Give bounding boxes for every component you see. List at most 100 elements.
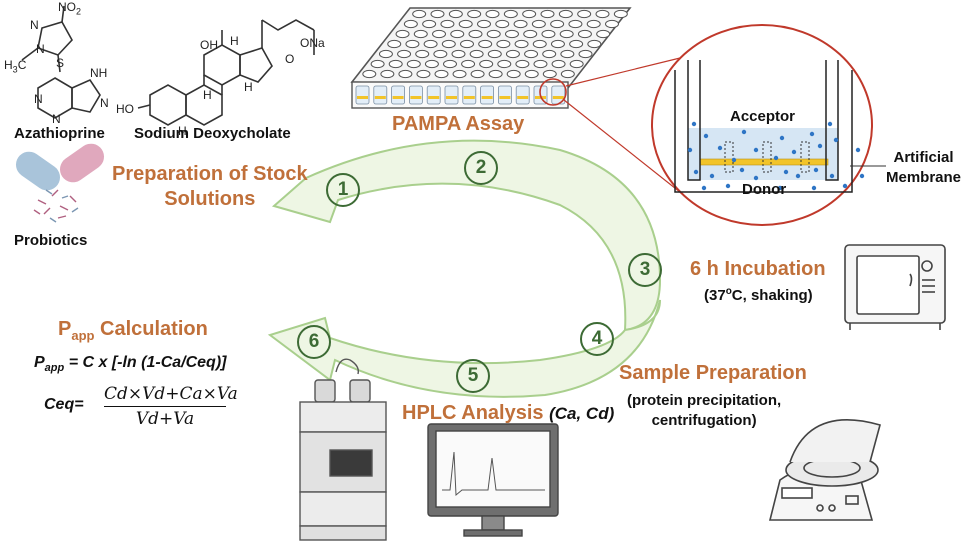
plate-well xyxy=(488,69,503,79)
plate-well xyxy=(486,29,501,39)
drug-particle xyxy=(709,173,715,179)
plate-well xyxy=(423,39,438,49)
drug-particle xyxy=(813,167,819,173)
drug-particle xyxy=(817,143,823,149)
plate-well xyxy=(397,49,412,59)
probiotics-label: Probiotics xyxy=(14,232,88,249)
plate-well xyxy=(541,29,556,39)
front-well xyxy=(444,85,459,105)
deoxycholate-o-label: O xyxy=(285,52,295,66)
plate-well xyxy=(451,49,466,59)
plate-well xyxy=(496,39,511,49)
deoxycholate-h-1: H xyxy=(230,34,239,48)
purine-n-bottom: N xyxy=(52,112,61,126)
plate-well xyxy=(388,59,403,69)
drug-particle xyxy=(717,145,723,151)
plate-well xyxy=(469,49,484,59)
plate-well xyxy=(569,59,584,69)
front-well-membrane xyxy=(499,96,511,99)
drug-particle xyxy=(842,183,848,189)
front-well-membrane xyxy=(446,96,457,99)
plate-well xyxy=(524,69,539,79)
drug-particle xyxy=(741,129,747,135)
plate-well xyxy=(504,29,519,39)
plate-well xyxy=(558,9,573,19)
step6-title-p: P xyxy=(58,318,72,340)
drug-particle xyxy=(753,147,759,153)
plate-well xyxy=(542,69,557,79)
plate-well xyxy=(370,59,385,69)
front-well-membrane xyxy=(374,96,386,99)
plate-well xyxy=(440,19,455,29)
step3-title: 6 h Incubation xyxy=(690,258,826,280)
ceq-fraction: Cd×Vd+Ca×Va Vd+Va xyxy=(104,384,238,429)
step-number-3: 3 xyxy=(628,253,662,287)
plate-well xyxy=(503,9,518,19)
nitro-subscript: 2 xyxy=(76,6,82,17)
plate-well xyxy=(479,59,494,69)
front-well xyxy=(462,85,477,105)
plate-well xyxy=(540,9,555,19)
deoxycholate-h-2: H xyxy=(203,88,212,102)
deoxycholate-ho-label: HO xyxy=(116,102,134,116)
drug-particle xyxy=(809,131,815,137)
plate-well xyxy=(487,49,502,59)
drug-particle xyxy=(779,135,785,141)
plate-well xyxy=(450,29,465,39)
sulfur-label: S xyxy=(56,56,65,70)
drug-particle xyxy=(703,133,709,139)
step1-title-line1: Preparation of Stock xyxy=(112,163,308,185)
step-number-4: 4 xyxy=(580,322,614,356)
plate-well xyxy=(506,69,521,79)
front-well xyxy=(355,85,370,105)
deoxycholate-h-4: H xyxy=(244,80,253,94)
incubator-icon xyxy=(844,244,946,330)
step2-title: PAMPA Assay xyxy=(392,113,525,135)
drug-particle xyxy=(855,147,861,153)
drug-particle xyxy=(791,149,797,155)
plate-well xyxy=(424,59,439,69)
imidazole-n-top: N xyxy=(30,18,39,32)
plate-well xyxy=(441,39,456,49)
papp-formula: Papp = C x [-ln (1-Ca/Ceq)] xyxy=(34,354,226,374)
plate-well xyxy=(443,59,457,69)
deoxycholate-oh-label: OH xyxy=(200,38,218,52)
plate-well xyxy=(403,19,418,29)
front-well xyxy=(497,85,512,105)
plate-well xyxy=(467,9,482,19)
azathioprine-structure xyxy=(21,5,101,119)
plate-well xyxy=(432,29,447,39)
step3-detail-degree: o xyxy=(725,286,732,297)
plate-well xyxy=(587,39,602,49)
step-number-5: 5 xyxy=(456,359,490,393)
plate-well xyxy=(477,19,491,29)
step5-title: HPLC Analysis (Ca, Cd) xyxy=(402,402,614,425)
pampa-plate xyxy=(350,7,691,201)
front-well-membrane xyxy=(552,96,564,99)
step5-detail: (Ca, Cd) xyxy=(549,404,615,423)
hplc-instrument-icon xyxy=(299,358,387,541)
plate-well xyxy=(406,59,421,69)
step-number-2: 2 xyxy=(464,151,498,185)
plate-well xyxy=(398,69,413,79)
plate-well xyxy=(362,69,377,79)
deoxycholate-structure xyxy=(137,19,315,126)
cycle-arrow-lower xyxy=(267,299,661,398)
plate-well xyxy=(458,19,473,29)
methyl-h: H xyxy=(4,58,13,72)
sodium-deoxycholate-label: Sodium Deoxycholate xyxy=(134,125,291,142)
plate-well xyxy=(416,69,431,79)
plate-well xyxy=(433,49,448,59)
drug-particle xyxy=(773,155,779,161)
plate-well xyxy=(515,59,530,69)
ceq-numerator: Cd×Vd+Ca×Va xyxy=(104,384,238,404)
chromatogram-monitor-icon xyxy=(427,423,559,537)
plate-well xyxy=(413,29,428,39)
step5-title-text: HPLC Analysis xyxy=(402,402,544,424)
plate-well xyxy=(523,29,538,39)
plate-well xyxy=(497,59,512,69)
plate-well xyxy=(568,19,583,29)
step6-title: Papp Calculation xyxy=(58,318,208,343)
step4-detail: (protein precipitation, centrifugation) xyxy=(627,391,781,431)
